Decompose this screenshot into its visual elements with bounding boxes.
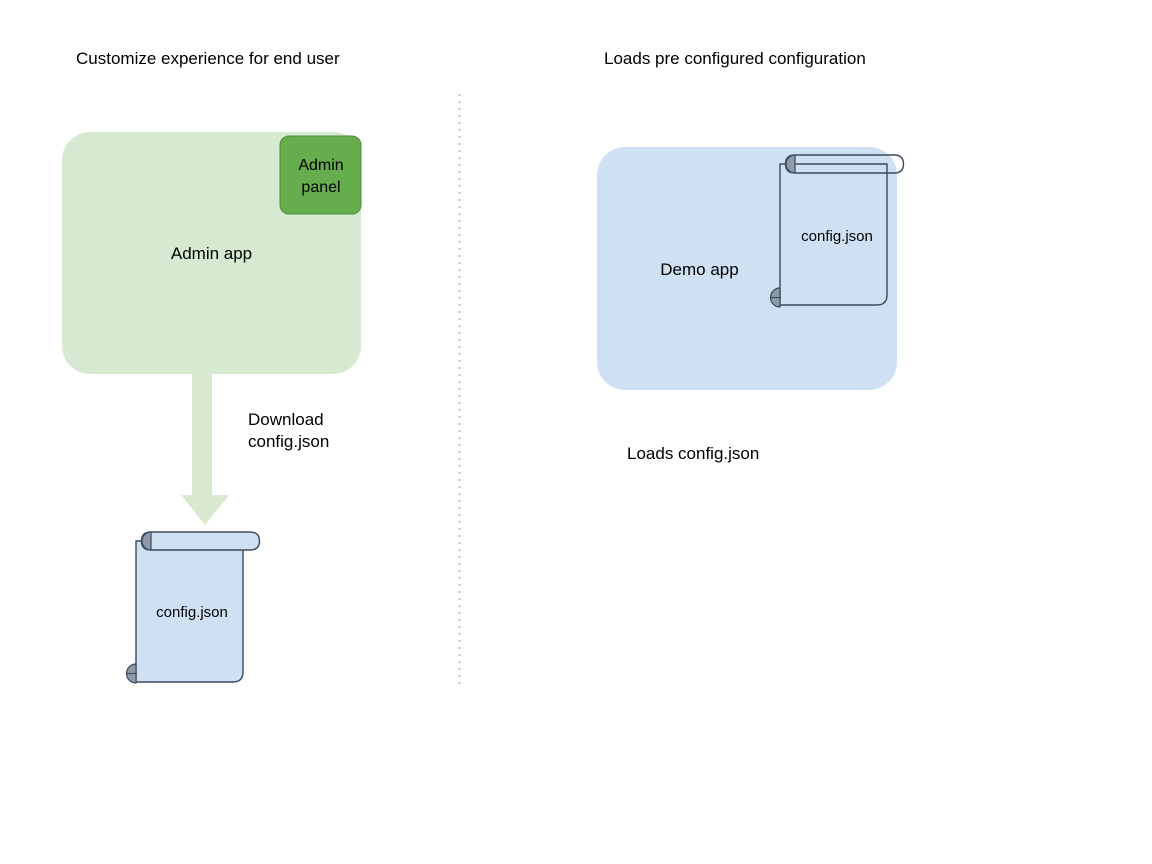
demo-app-label: Demo app	[660, 260, 739, 279]
left-document-label: config.json	[156, 604, 228, 621]
left-column-title: Customize experience for end user	[76, 49, 340, 68]
admin-panel-box[interactable]	[279, 135, 362, 215]
admin-panel-label: Admin panel	[281, 155, 361, 199]
right-document-top-knob	[785, 154, 796, 174]
download-arrow-label: Download config.json	[248, 409, 329, 453]
demo-app-box[interactable]	[597, 147, 897, 390]
right-document-sheet	[779, 163, 888, 306]
left-config-document[interactable]	[125, 531, 261, 684]
right-document-top-roll	[784, 154, 905, 174]
admin-app-label: Admin app	[170, 244, 253, 263]
left-document-top-roll	[140, 531, 261, 551]
right-config-document[interactable]	[769, 154, 905, 308]
right-document-label: config.json	[801, 228, 873, 245]
loads-config-note: Loads config.json	[627, 444, 760, 463]
left-document-sheet	[135, 540, 244, 683]
admin-panel-label-line1: Admin	[298, 157, 344, 174]
download-arrow	[181, 374, 229, 525]
left-document-top-knob	[141, 531, 152, 551]
admin-panel-label-line2: panel	[301, 179, 341, 196]
download-arrow-label-line1: Download	[248, 410, 324, 429]
download-arrow-label-line2: config.json	[248, 432, 330, 451]
right-column-title: Loads pre configured configuration	[604, 49, 866, 68]
